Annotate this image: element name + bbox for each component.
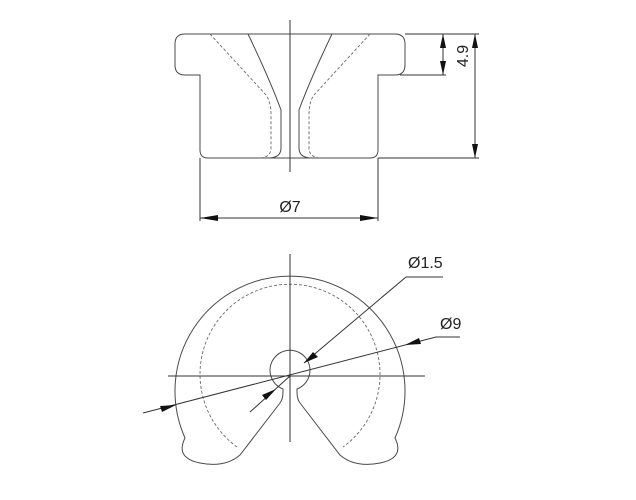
outer-diameter-label: Ø9 [440, 316, 461, 333]
height-dimension: 4.9 [378, 33, 479, 159]
diameter-label: Ø7 [279, 199, 300, 216]
inner-cone-right [298, 33, 333, 159]
top-view: Ø7 4.9 [174, 20, 479, 221]
hole-diameter-label: Ø1.5 [408, 255, 443, 272]
diameter-dimension: Ø7 [199, 158, 379, 221]
inner-cone-left [247, 33, 282, 159]
clip-outline [174, 275, 406, 465]
height-label: 4.9 [455, 45, 472, 67]
part-outline [174, 33, 406, 159]
bottom-view: Ø1.5 Ø9 [142, 254, 461, 465]
outer-dimension: Ø9 [142, 316, 461, 414]
hidden-line-left [209, 33, 272, 159]
hole-dimension: Ø1.5 [249, 255, 443, 413]
hidden-line-right [308, 33, 371, 159]
